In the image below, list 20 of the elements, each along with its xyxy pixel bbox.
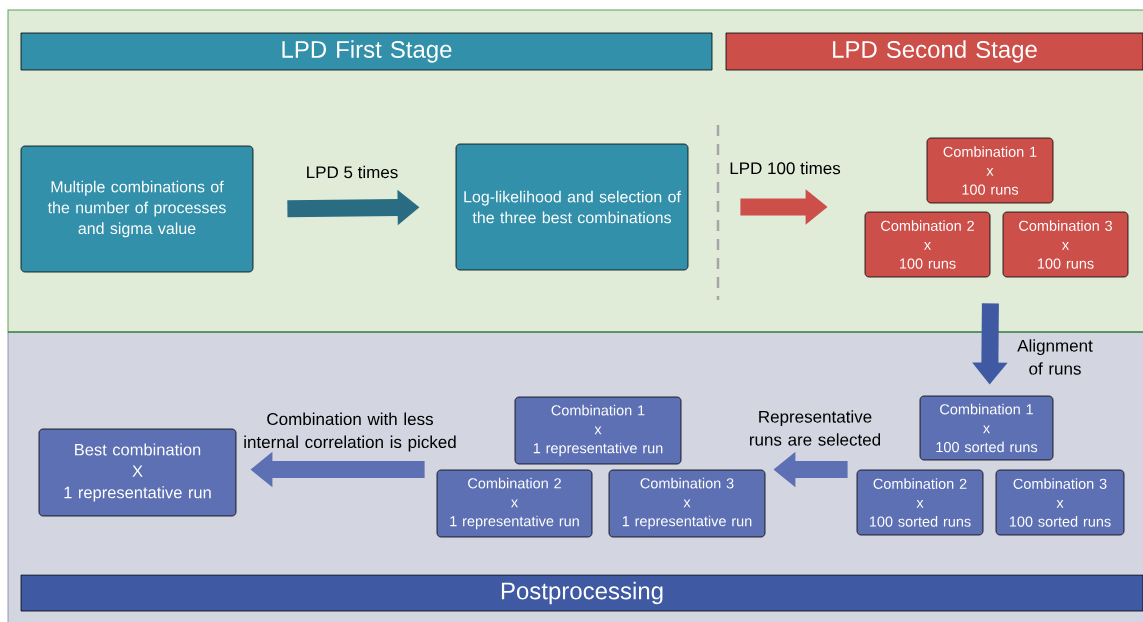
process-box: Combination 3 x 100 sorted runs (995, 469, 1125, 536)
process-box: Combination 1 x 100 runs (926, 137, 1054, 204)
process-box: Combination 1 x 1 representative run (514, 396, 682, 465)
process-box: Combination 3 x 100 runs (1002, 211, 1129, 278)
process-box: Combination 2 x 1 representative run (436, 469, 593, 538)
edge-label: Alignment of runs (1017, 339, 1093, 375)
stage-header-band: Postprocessing (20, 574, 1143, 612)
edge-label: LPD 5 times (307, 165, 398, 179)
edge-label: Representative runs are selected (750, 410, 881, 446)
stage-header-band: LPD Second Stage (725, 32, 1143, 71)
process-box: Combination 1 x 100 sorted runs (919, 395, 1054, 461)
process-box: Best combination X 1 representative run (38, 428, 237, 517)
process-box: Log-likelihood and selection of the three best combinations (455, 143, 689, 271)
edge-label: Combination with less internal correlation is picked (244, 412, 456, 452)
stage-header-band: LPD First Stage (20, 32, 713, 71)
process-box: Combination 2 x 100 sorted runs (856, 469, 984, 536)
process-box: Combination 2 x 100 runs (864, 211, 991, 278)
process-box: Multiple combinations of the number of processes and sigma value (20, 145, 254, 273)
edge-label: LPD 100 times (730, 161, 841, 175)
process-box: Combination 3 x 1 representative run (608, 469, 766, 538)
